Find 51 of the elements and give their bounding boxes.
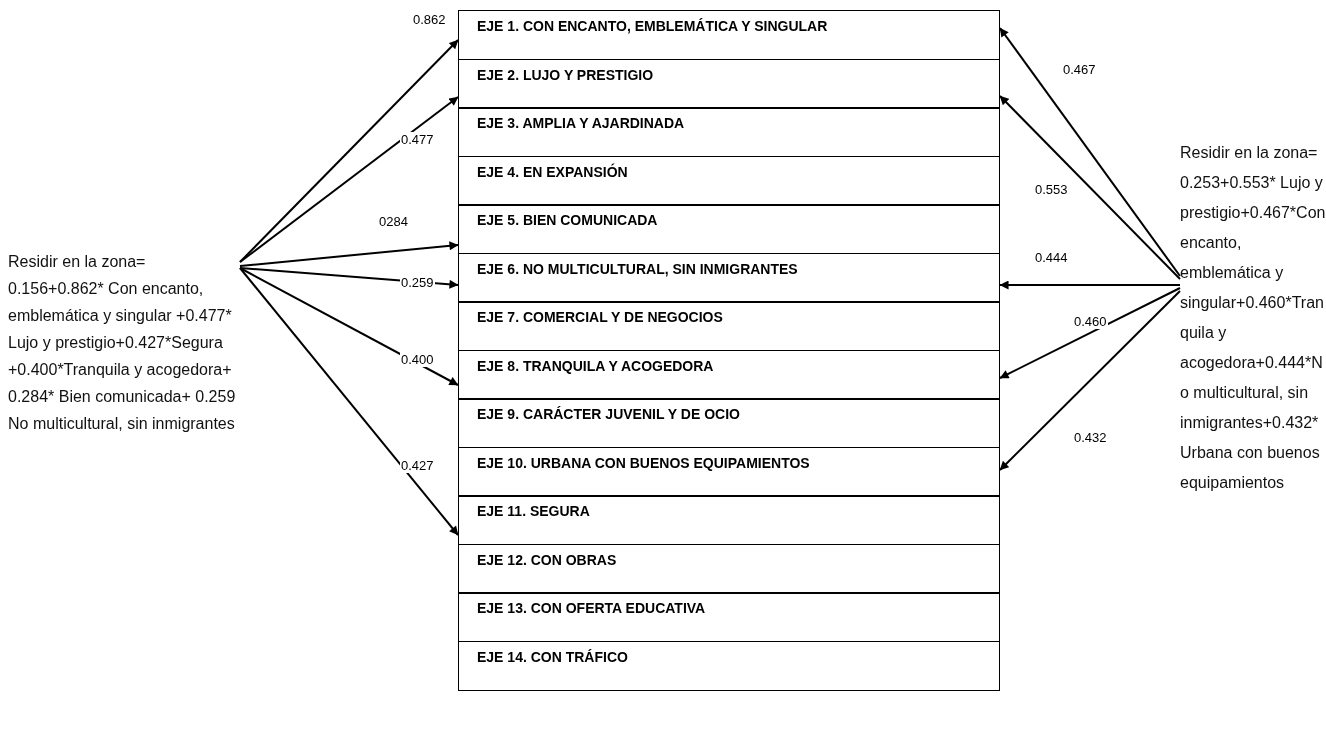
axis-label: EJE 10. URBANA CON BUENOS EQUIPAMIENTOS — [477, 454, 810, 471]
edge-label: 0.553 — [1034, 182, 1069, 197]
edge-label: 0.432 — [1073, 430, 1108, 445]
axis-label: EJE 13. CON OFERTA EDUCATIVA — [477, 600, 706, 616]
axis-label: EJE 1. CON ENCANTO, EMBLEMÁTICA Y SINGULAR — [477, 18, 828, 34]
arrow — [999, 280, 1181, 290]
axis-row — [458, 446, 1000, 497]
axis-label: EJE 4. EN EXPANSIÓN — [477, 163, 628, 180]
axis-row — [458, 58, 1000, 109]
axis-row — [458, 349, 1000, 400]
axis-label: EJE 5. BIEN COMUNICADA — [477, 212, 658, 228]
arrow — [239, 267, 459, 536]
edge-label: 0.477 — [400, 132, 435, 147]
axis-row — [458, 10, 1000, 60]
axis-row — [458, 398, 1000, 448]
axis-row — [458, 640, 1000, 691]
axis-row — [458, 252, 1000, 303]
axis-row — [458, 301, 1000, 351]
axis-label: EJE 6. NO MULTICULTURAL, SIN INMIGRANTES — [477, 260, 798, 277]
axis-label: EJE 11. SEGURA — [477, 503, 590, 519]
arrow — [999, 290, 1181, 471]
arrow — [239, 241, 459, 267]
axis-label: EJE 2. LUJO Y PRESTIGIO — [477, 66, 654, 83]
axis-row — [458, 495, 1000, 545]
axis-label: EJE 14. CON TRÁFICO — [477, 648, 628, 665]
arrow — [999, 95, 1181, 280]
axis-row — [458, 155, 1000, 206]
edge-label: 0284 — [378, 214, 409, 229]
axis-label: EJE 7. COMERCIAL Y DE NEGOCIOS — [477, 309, 723, 325]
axis-label: EJE 8. TRANQUILA Y ACOGEDORA — [477, 357, 714, 374]
axis-row — [458, 592, 1000, 642]
edge-label: 0.400 — [400, 352, 435, 367]
axis-row — [458, 204, 1000, 254]
edge-label: 0.862 — [412, 12, 447, 27]
edge-label: 0.460 — [1073, 314, 1108, 329]
equation-text: Residir en la zona= 0.253+0.553* Lujo y prestigio+0.467*Con encanto, emblemática y singular+0.460*Tranquila y acogedora+0.444*No multicultural, sin inmigrantes+0.432*Urbana con buenos equipamientos — [1180, 138, 1326, 748]
axis-label: EJE 3. AMPLIA Y AJARDINADA — [477, 115, 685, 131]
arrow — [239, 96, 459, 263]
arrow — [239, 267, 459, 386]
edge-label: 0.444 — [1034, 250, 1069, 265]
equation-text: Residir en la zona= 0.156+0.862* Con encanto, emblemática y singular +0.477* Lujo y prestigio+0.427*Segura +0.400*Tranquila y acogedora+ 0.284* Bien comunicada+ 0.259 No multicultural, sin inmigrantes — [8, 248, 240, 548]
edge-label: 0.259 — [400, 275, 435, 290]
axis-row — [458, 543, 1000, 594]
axis-label: EJE 9. CARÁCTER JUVENIL Y DE OCIO — [477, 406, 740, 422]
arrow — [999, 27, 1181, 277]
edge-label: 0.427 — [400, 458, 435, 473]
axis-label: EJE 12. CON OBRAS — [477, 551, 617, 568]
edge-label: 0.467 — [1062, 62, 1097, 77]
arrow — [239, 39, 459, 263]
arrow — [999, 287, 1181, 379]
axis-row — [458, 107, 1000, 157]
